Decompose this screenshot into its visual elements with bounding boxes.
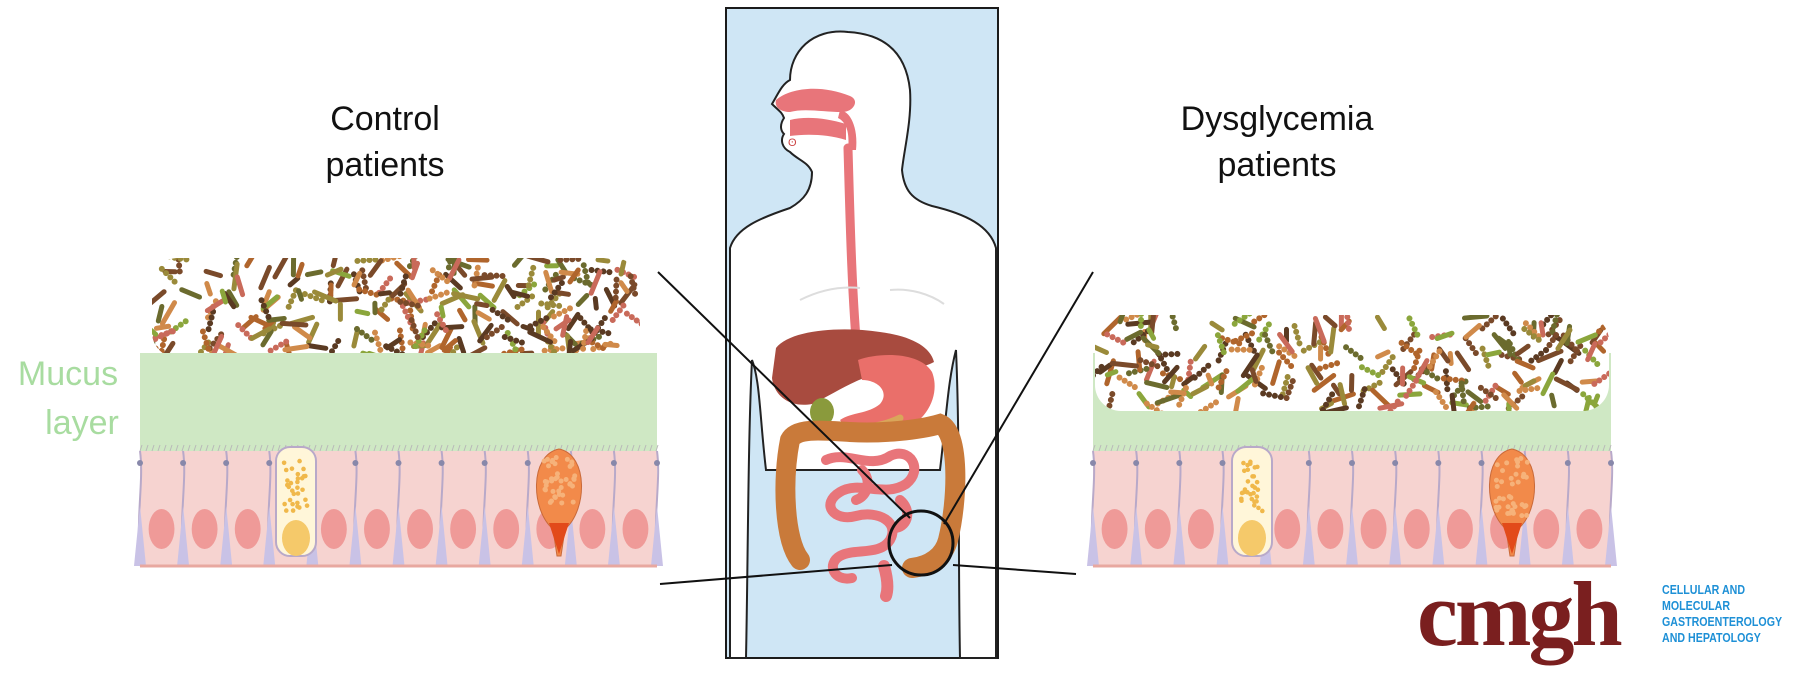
nucleus [1188,509,1214,549]
cmgh-subtitle-line2: MOLECULAR [1662,598,1730,613]
rod-bacterium [372,301,377,316]
nucleus [149,509,175,549]
nucleus [1102,509,1128,549]
control-intestinal-section [134,246,663,566]
rod-bacterium [1318,345,1323,362]
cmgh-subtitle-line4: AND HEPATOLOGY [1662,630,1761,645]
rod-bacterium [1400,365,1405,386]
nucleus [1533,509,1559,549]
dysglycemia-intestinal-section [1082,305,1618,566]
control-epithelium [134,445,663,566]
nucleus [1361,509,1387,549]
mucus-label-line2: layer [45,404,119,442]
nucleus [1274,509,1300,549]
nucleus [1145,509,1171,549]
nucleus [321,509,347,549]
cmgh-subtitle-line3: GASTROENTEROLOGY [1662,614,1782,629]
dysglycemia-title-line2: patients [1217,146,1336,184]
nucleus [1576,509,1602,549]
nucleus [407,509,433,549]
nucleus [364,509,390,549]
rectum [884,566,887,596]
svg-text:ʘ: ʘ [788,137,797,149]
mucus-label-line1: Mucus [18,355,118,393]
nucleus [235,509,261,549]
nucleus [1317,509,1343,549]
nucleus [579,509,605,549]
control-mucus-layer [140,353,657,451]
control-microbiota-layer [142,246,645,369]
rod-bacterium [338,302,343,322]
nucleus [1447,509,1473,549]
cmgh-wordmark: cmgh [1417,563,1621,665]
control-title-line2: patients [325,146,444,184]
nucleus [623,509,649,549]
dysglycemia-title-line1: Dysglycemia [1181,100,1374,138]
rod-bacterium [1349,373,1355,393]
human-body-panel: ʘ [726,8,998,658]
nucleus [450,509,476,549]
nucleus [493,509,519,549]
rod-bacterium [291,253,296,277]
dysglycemia-microbiota-layer [1082,305,1618,423]
rod-bacterium [466,257,490,263]
nucleus [192,509,218,549]
cmgh-logo: cmgh CELLULAR AND MOLECULAR GASTROENTERO… [1417,563,1782,665]
nucleus [1404,509,1430,549]
dysglycemia-epithelium [1087,445,1617,566]
control-title-line1: Control [330,100,440,138]
cmgh-subtitle-line1: CELLULAR AND [1662,582,1745,597]
